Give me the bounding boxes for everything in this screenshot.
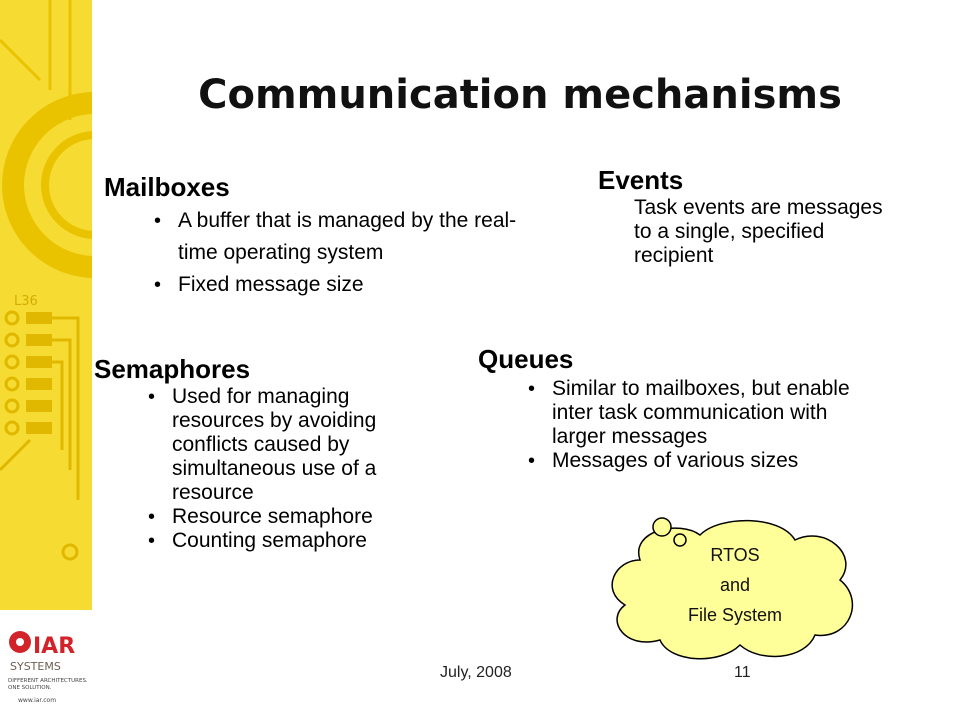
queues-item: Similar to mailboxes, but enable inter t… [526, 377, 882, 449]
mailboxes-item: Fixed message size [152, 269, 552, 301]
cloud-line-1: RTOS [710, 545, 760, 565]
logo-name: IAR [33, 634, 75, 659]
thought-cloud-shape [611, 517, 854, 660]
sidebar-panel: L36 IAR SY [0, 0, 188, 720]
events-text: Task events are messages to a single, sp… [634, 196, 883, 267]
events-heading: Events [598, 165, 684, 195]
logo-sub: SYSTEMS [10, 660, 61, 673]
semaphores-list: Used for managing resources by avoiding … [146, 385, 446, 553]
cloud-line-3: File System [687, 605, 783, 625]
chip-label: L36 [14, 294, 38, 309]
mailboxes-heading: Mailboxes [104, 172, 230, 202]
semaphores-item: Counting semaphore [146, 529, 446, 553]
footer-page-number: 11 [734, 664, 751, 681]
mailboxes-list: A buffer that is managed by the real-tim… [152, 205, 552, 301]
logo-tagline-2: ONE SOLUTION. [8, 685, 52, 691]
queues-list: Similar to mailboxes, but enable inter t… [526, 377, 886, 473]
queues-item: Messages of various sizes [526, 449, 886, 473]
semaphores-heading: Semaphores [94, 354, 251, 384]
circuit-decoration: L36 IAR SY [0, 0, 188, 720]
thought-cloud-text: RTOS and File System [640, 540, 830, 630]
mailboxes-item: A buffer that is managed by the real-tim… [152, 205, 552, 269]
queues-heading: Queues [478, 344, 574, 374]
semaphores-item: Used for managing resources by avoiding … [146, 385, 442, 505]
cloud-line-2: and [719, 575, 751, 595]
slide-title: Communication mechanisms [198, 72, 842, 118]
logo-url: www.iar.com [18, 697, 56, 704]
logo-tagline-1: DIFFERENT ARCHITECTURES. [8, 678, 88, 684]
semaphores-item: Resource semaphore [146, 505, 446, 529]
footer-date: July, 2008 [440, 664, 512, 681]
